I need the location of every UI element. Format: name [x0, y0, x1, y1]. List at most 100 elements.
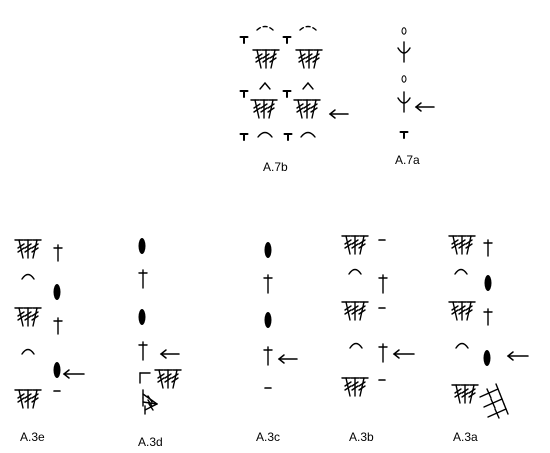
treble-symbol	[460, 384, 470, 404]
treble-symbol	[457, 235, 467, 255]
treble-symbol	[350, 235, 360, 255]
single-crochet-symbol	[239, 133, 249, 141]
chain-symbol	[264, 312, 272, 328]
chain-ring-symbol	[401, 75, 407, 83]
chain-symbol	[53, 284, 61, 300]
treble-symbol	[312, 49, 323, 69]
arrow-icon	[328, 109, 349, 119]
arrow-icon	[414, 102, 435, 112]
chain-ring-symbol	[401, 27, 407, 35]
single-crochet-symbol	[283, 133, 293, 141]
chain-space-arc	[348, 268, 362, 275]
treble-symbol	[23, 239, 33, 259]
arrow-icon	[506, 351, 529, 361]
treble-symbol	[23, 307, 33, 327]
double-crochet-symbol	[483, 308, 493, 326]
treble-symbol	[468, 384, 479, 404]
double-crochet-symbol	[378, 343, 388, 363]
chain-space-arc	[257, 131, 273, 138]
single-crochet-symbol	[282, 90, 292, 98]
treble-symbol	[341, 377, 352, 397]
popcorn-symbol	[397, 41, 411, 63]
arrow-icon	[392, 349, 415, 359]
treble-symbol	[250, 99, 261, 119]
chain-space-arc	[349, 342, 363, 349]
caret-symbol	[302, 81, 314, 90]
diagram-label-a3d: A.3d	[138, 435, 163, 449]
treble-symbol	[154, 369, 165, 389]
chain-symbol	[138, 309, 146, 325]
treble-symbol	[267, 99, 278, 119]
treble-symbol	[259, 99, 269, 119]
caret-symbol	[259, 81, 271, 90]
treble-symbol	[302, 99, 312, 119]
treble-symbol	[358, 235, 369, 255]
popcorn-symbol	[397, 91, 411, 113]
single-crochet-symbol	[399, 131, 409, 139]
treble-symbol	[341, 301, 352, 321]
treble-symbol	[31, 239, 42, 259]
treble-fan-symbol	[479, 383, 509, 419]
arrow-icon	[159, 349, 180, 359]
treble-symbol	[14, 307, 25, 327]
treble-symbol	[23, 389, 33, 409]
arrow-icon	[62, 369, 85, 379]
chain-space-arc	[21, 273, 35, 280]
treble-symbol	[171, 369, 182, 389]
treble-symbol	[31, 307, 42, 327]
treble-symbol	[252, 49, 263, 69]
chain-space-arc	[21, 348, 35, 355]
double-crochet-symbol	[53, 317, 63, 335]
diagram-label-a3a: A.3a	[453, 430, 478, 444]
double-crochet-symbol	[378, 274, 388, 294]
diagram-label-a3e: A.3e	[20, 430, 45, 444]
treble-symbol	[350, 377, 360, 397]
treble-symbol	[261, 49, 271, 69]
diagram-label-a3b: A.3b	[349, 430, 374, 444]
treble-symbol	[350, 301, 360, 321]
single-crochet-symbol	[282, 36, 292, 44]
chain-symbol	[53, 362, 61, 378]
treble-symbol	[451, 384, 462, 404]
single-crochet-symbol	[239, 90, 249, 98]
treble-symbol	[293, 99, 304, 119]
chain-symbol	[264, 242, 272, 258]
chain-space-arc	[300, 131, 316, 138]
treble-symbol	[295, 49, 306, 69]
chain-symbol	[484, 275, 492, 291]
chain-symbol	[138, 238, 146, 254]
treble-fan-symbol	[142, 389, 158, 415]
chain-space-arc	[454, 268, 468, 275]
chain-arc-dashed	[299, 25, 317, 31]
treble-symbol	[358, 377, 369, 397]
treble-symbol	[269, 49, 280, 69]
arrow-icon	[277, 354, 298, 364]
chain-arc-dashed	[256, 25, 274, 31]
treble-symbol	[304, 49, 314, 69]
double-crochet-symbol	[53, 244, 63, 262]
treble-symbol	[465, 301, 476, 321]
double-crochet-symbol	[483, 239, 493, 257]
double-crochet-symbol	[263, 346, 273, 366]
chain-bracket	[139, 372, 151, 384]
double-crochet-symbol	[138, 341, 148, 361]
treble-symbol	[31, 389, 42, 409]
treble-symbol	[448, 235, 459, 255]
double-crochet-symbol	[263, 274, 273, 294]
treble-symbol	[163, 369, 173, 389]
treble-symbol	[465, 235, 476, 255]
treble-symbol	[310, 99, 321, 119]
treble-symbol	[448, 301, 459, 321]
treble-symbol	[457, 301, 467, 321]
chain-symbol	[483, 350, 491, 366]
treble-symbol	[14, 239, 25, 259]
treble-symbol	[14, 389, 25, 409]
treble-symbol	[341, 235, 352, 255]
diagram-label-a3c: A.3c	[256, 430, 281, 444]
double-crochet-symbol	[138, 269, 148, 289]
diagram-label-a7b: A.7b	[263, 160, 288, 174]
chain-space-arc	[455, 342, 469, 349]
treble-symbol	[358, 301, 369, 321]
diagram-label-a7a: A.7a	[395, 153, 420, 167]
